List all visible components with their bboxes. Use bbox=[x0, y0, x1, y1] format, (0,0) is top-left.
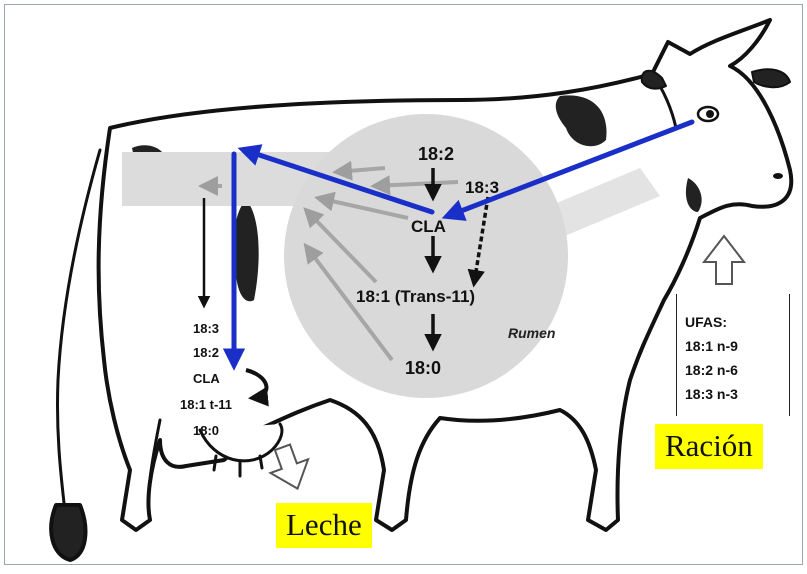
image-border bbox=[4, 4, 803, 565]
